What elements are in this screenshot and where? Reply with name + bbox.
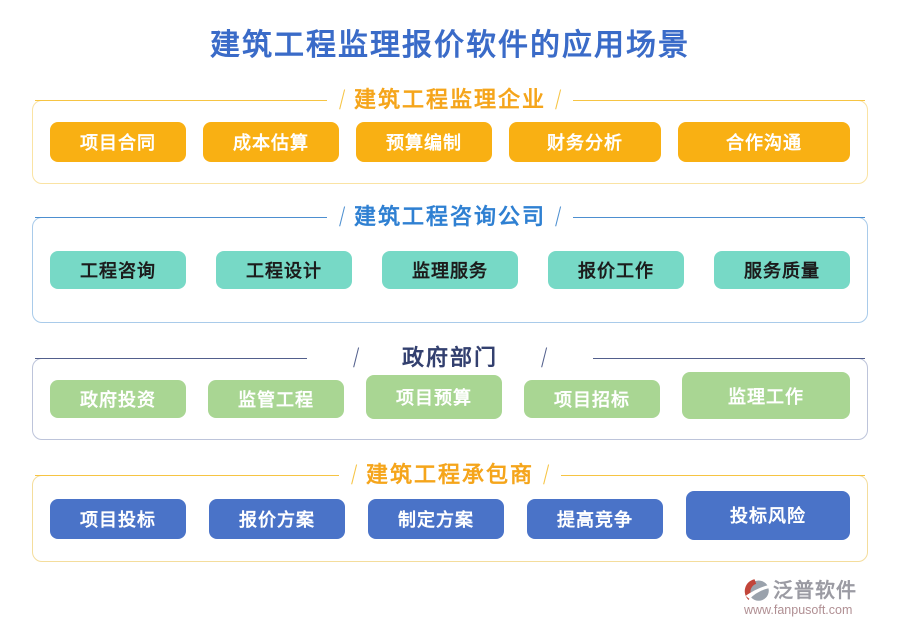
tag-budget-preparation[interactable]: 预算编制 — [356, 122, 492, 162]
tag-project-contract[interactable]: 项目合同 — [50, 122, 186, 162]
tag-project-budget[interactable]: 项目预算 — [366, 375, 502, 419]
tag-bidding-risk[interactable]: 投标风险 — [686, 490, 850, 540]
section-government: / 政府部门 / 政府投资 监管工程 项目预算 项目招标 监理工作 — [32, 343, 868, 440]
tag-financial-analysis[interactable]: 财务分析 — [509, 122, 661, 162]
section-consulting-company: / 建筑工程咨询公司 / 工程咨询 工程设计 监理服务 报价工作 服务质量 — [32, 202, 868, 323]
tag-competitiveness[interactable]: 提高竞争 — [527, 498, 663, 539]
watermark-top: 泛普软件 — [744, 578, 886, 604]
tag-engineering-consulting[interactable]: 工程咨询 — [50, 251, 186, 289]
fanpu-logo-icon — [744, 578, 770, 604]
section-panel: 项目投标 报价方案 制定方案 提高竞争 投标风险 — [32, 475, 868, 562]
tag-quotation-work[interactable]: 报价工作 — [548, 251, 684, 289]
brand-url: www.fanpusoft.com — [744, 603, 853, 618]
button-row: 项目投标 报价方案 制定方案 提高竞争 投标风险 — [33, 490, 867, 540]
tag-supervision-work[interactable]: 监理工作 — [682, 372, 850, 419]
tag-project-bid[interactable]: 项目投标 — [50, 498, 186, 539]
tag-quotation-plan[interactable]: 报价方案 — [209, 498, 345, 539]
tag-service-quality[interactable]: 服务质量 — [714, 251, 850, 289]
tag-government-investment[interactable]: 政府投资 — [50, 380, 186, 418]
tag-project-bidding[interactable]: 项目招标 — [524, 380, 660, 418]
tag-plan-formulation[interactable]: 制定方案 — [368, 498, 504, 539]
brand-name: 泛普软件 — [773, 580, 857, 603]
button-row: 政府投资 监管工程 项目预算 项目招标 监理工作 — [33, 372, 867, 419]
tag-cost-estimation[interactable]: 成本估算 — [203, 122, 339, 162]
button-row: 工程咨询 工程设计 监理服务 报价工作 服务质量 — [33, 251, 867, 289]
section-panel: 政府投资 监管工程 项目预算 项目招标 监理工作 — [32, 358, 868, 440]
watermark: 泛普软件 www.fanpusoft.com — [744, 578, 886, 618]
tag-engineering-design[interactable]: 工程设计 — [216, 251, 352, 289]
button-row: 项目合同 成本估算 预算编制 财务分析 合作沟通 — [33, 122, 867, 162]
tag-cooperation-communication[interactable]: 合作沟通 — [678, 122, 850, 162]
tag-supervision-service[interactable]: 监理服务 — [382, 251, 518, 289]
page-title: 建筑工程监理报价软件的应用场景 — [210, 29, 690, 62]
section-panel: 工程咨询 工程设计 监理服务 报价工作 服务质量 — [32, 217, 868, 323]
section-contractor: / 建筑工程承包商 / 项目投标 报价方案 制定方案 提高竞争 投标风险 — [32, 460, 868, 562]
section-panel: 项目合同 成本估算 预算编制 财务分析 合作沟通 — [32, 100, 868, 184]
tag-project-regulation[interactable]: 监管工程 — [208, 380, 344, 418]
section-supervision-enterprise: / 建筑工程监理企业 / 项目合同 成本估算 预算编制 财务分析 合作沟通 — [32, 85, 868, 184]
